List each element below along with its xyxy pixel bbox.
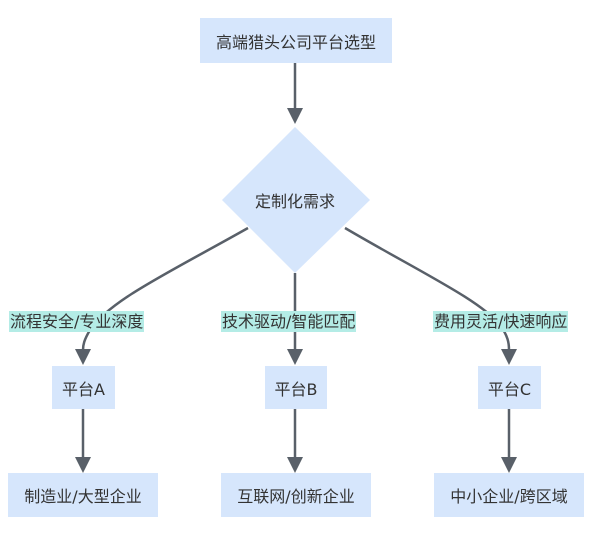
arrowhead-icon (287, 349, 303, 365)
target-a-node[interactable]: 制造业/大型企业 (8, 473, 158, 517)
platform-a-node[interactable]: 平台A (52, 366, 115, 409)
arrowhead-icon (287, 108, 303, 124)
edge-label-b: 技术驱动/智能匹配 (221, 311, 357, 332)
platform-a-label: 平台A (62, 379, 105, 399)
arrowhead-icon (75, 457, 91, 473)
edge-platform-b-to-target-b (287, 409, 303, 473)
arrowhead-icon (501, 349, 517, 365)
target-b-label: 互联网/创新企业 (237, 487, 355, 506)
arrowhead-icon (501, 457, 517, 473)
root-node-label: 高端猎头公司平台选型 (215, 32, 376, 52)
decision-node[interactable]: 定制化需求 (232, 186, 358, 214)
target-c-node[interactable]: 中小企业/跨区域 (434, 473, 584, 517)
target-c-label: 中小企业/跨区域 (450, 487, 568, 506)
root-node[interactable]: 高端猎头公司平台选型 (200, 18, 392, 63)
platform-b-node[interactable]: 平台B (265, 366, 327, 409)
edge-label-a-text: 流程安全/专业深度 (10, 311, 144, 331)
edge-label-a: 流程安全/专业深度 (9, 311, 145, 332)
edge-platform-a-to-target-a (75, 409, 91, 473)
edge-decision-to-platform-a (75, 226, 249, 365)
arrowhead-icon (287, 457, 303, 473)
platform-c-node[interactable]: 平台C (478, 366, 541, 409)
edge-label-b-text: 技术驱动/智能匹配 (222, 311, 356, 331)
edge-platform-c-to-target-c (501, 409, 517, 473)
edge-root-to-decision (287, 63, 303, 124)
platform-b-label: 平台B (274, 379, 318, 399)
arrowhead-icon (75, 349, 91, 365)
edge-label-c: 费用灵活/快速响应 (433, 311, 569, 332)
edge-decision-to-platform-c (344, 226, 517, 365)
edge-label-c-text: 费用灵活/快速响应 (434, 311, 568, 331)
decision-node-label: 定制化需求 (254, 192, 335, 211)
target-a-label: 制造业/大型企业 (24, 487, 142, 506)
decision-diamond (222, 127, 370, 273)
target-b-node[interactable]: 互联网/创新企业 (221, 473, 371, 517)
platform-c-label: 平台C (487, 379, 532, 399)
